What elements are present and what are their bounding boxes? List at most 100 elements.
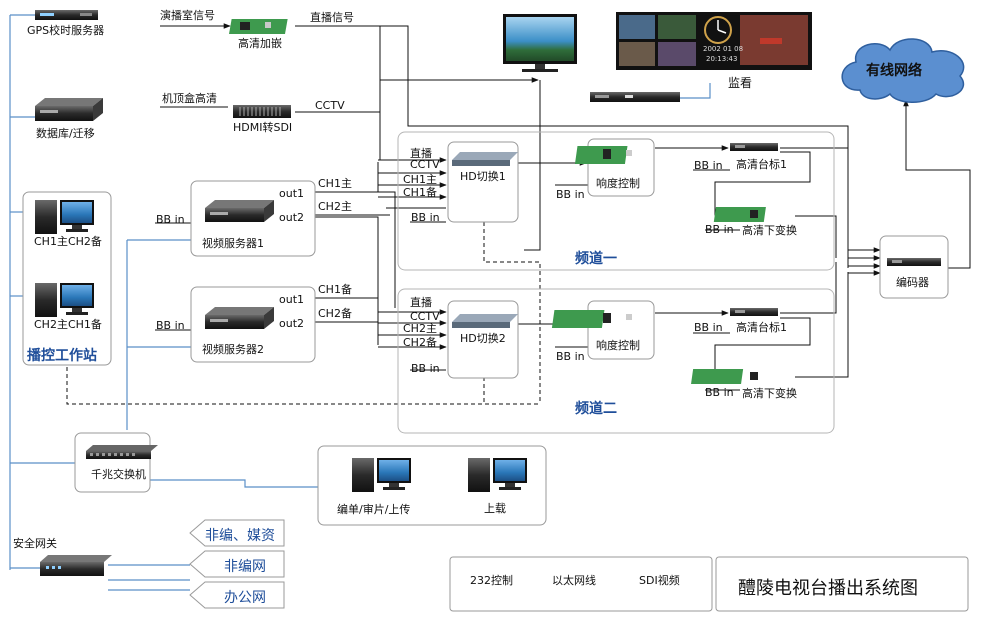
tv-monitor-icon [503,14,577,72]
upload-pc-label: 上载 [484,502,506,515]
hd-embed-label: 高清加嵌 [238,37,282,50]
multiviewer-icon [616,12,812,70]
encoder-label: 编码器 [896,276,929,289]
gps-label: GPS校时服务器 [27,24,105,37]
rs232-lines [66,222,541,405]
ch1-logo-label: 高清台标1 [736,158,787,171]
ch1-backup-out-label: CH1备 [318,283,352,296]
ethernet-lines [9,14,711,591]
edit-pc-label: 编单/审片/上传 [337,503,411,516]
ch1-in-live-label: 直播 [410,147,432,160]
ch2-main-out-label: CH2主 [318,200,352,213]
gigabit-switch-box [74,432,151,493]
database-label: 数据库/迁移 [36,127,95,140]
gigabit-switch-label: 千兆交换机 [91,468,146,481]
encoder-box [879,235,949,299]
ch2-in-cctv-label: CCTV [410,310,440,323]
logo-inserter2-icon [730,308,778,316]
hdmi-sdi-converter-icon [233,105,291,118]
ch1-loudness-bbin-label: BB in [556,188,585,201]
ch1-switch-label: HD切换1 [460,170,506,183]
workstation-pc1-icon [35,200,94,234]
upload-pc-icon [468,458,527,492]
gigabit-switch-icon [86,445,158,459]
legend-box [449,556,713,612]
hdmi-sdi-label: HDMI转SDI [233,121,293,134]
workstation-ch2-label: CH2主CH1备 [34,318,102,331]
monitor-label: 监看 [728,76,753,90]
ch1-down-bbin-label: BB in [705,223,734,236]
ch2-down-bbin-label: BB in [705,386,734,399]
ch2-in-main-label: CH2主 [403,322,437,335]
ch1-down-label: 高清下变换 [742,224,797,237]
gps-server-icon [35,10,98,20]
encoder-icon [887,258,941,266]
server2-out2-label: out2 [279,317,305,330]
studio-signal-label: 演播室信号 [160,9,215,22]
server2-label: 视频服务器2 [202,343,264,356]
ch2-in-backup-label: CH2备 [403,336,437,349]
database-server-icon [35,98,103,121]
channel1-region [397,131,835,271]
ch2-switch-label: HD切换2 [460,332,506,345]
tag-nonlinear-net: 非编网 [224,559,266,575]
security-gateway-icon [40,555,112,576]
ch1-in-cctv-label: CCTV [410,158,440,171]
cable-network-label: 有线网络 [866,63,922,79]
cloud-icon [841,38,965,103]
stb-hd-label: 机顶盒高清 [162,92,217,105]
server1-out1-label: out1 [279,187,305,200]
channel1-title: 频道一 [575,251,617,267]
ch1-logo-bbin-label: BB in [694,159,723,172]
live-signal-label: 直播信号 [310,11,354,24]
monitor-date-text: 2002 01 08 [703,45,744,53]
server1-bbin-label: BB in [156,213,185,226]
down-converter2-icon [691,369,758,384]
ch2-backup-out-label: CH2备 [318,307,352,320]
workstation-box [22,191,112,366]
tag-office-net: 办公网 [224,590,266,606]
edit-pc-icon [352,458,411,492]
ch2-in-live-label: 直播 [410,296,432,309]
tag-nonlinear-media: 非编、媒资 [205,528,275,544]
gateway-label: 安全网关 [13,537,57,550]
server1-label: 视频服务器1 [202,237,264,250]
sdi-lines [155,23,971,594]
workstation-title: 播控工作站 [27,348,97,364]
ch1-in-main-label: CH1主 [403,173,437,186]
workstation-ch1-label: CH1主CH2备 [34,235,102,248]
ch2-logo-bbin-label: BB in [694,321,723,334]
ch1-loudness-label: 响度控制 [596,177,640,190]
hd-embed-card-icon [229,19,288,34]
ch1-in-backup-label: CH1备 [403,186,437,199]
server2-bbin-label: BB in [156,319,185,332]
server1-out2-label: out2 [279,211,305,224]
ch2-loudness-bbin-label: BB in [556,350,585,363]
channel2-title: 频道二 [575,401,617,417]
legend-rs232-label: 232控制 [470,574,513,587]
hd-switcher2-icon [452,314,518,328]
title-box [715,556,969,612]
tag-shape-office [189,581,285,609]
legend-ethernet-label: 以太网线 [552,574,596,587]
ch2-logo-label: 高清台标1 [736,321,787,334]
channel2-region [397,288,835,434]
ch2-down-label: 高清下变换 [742,387,797,400]
tag-shape-media [189,519,285,547]
loudness-card2-icon [551,310,632,328]
down-converter1-icon [713,207,766,222]
ch2-loudness-label: 响度控制 [596,339,640,352]
logo-inserter1-icon [730,143,778,151]
workstation-pc2-icon [35,283,94,317]
monitor-time-text: 20:13:43 [706,55,738,63]
hd-switcher1-icon [452,152,518,166]
tag-shape-nle [189,550,285,578]
ch1-main-out-label: CH1主 [318,177,352,190]
network-tags [189,519,285,609]
legend-sdi-label: SDI视频 [639,574,680,587]
video-server2-icon [205,307,274,329]
monitor-router-icon [590,92,680,102]
ch1-bbin-label: BB in [411,211,440,224]
loudness-card1-icon [574,146,632,164]
